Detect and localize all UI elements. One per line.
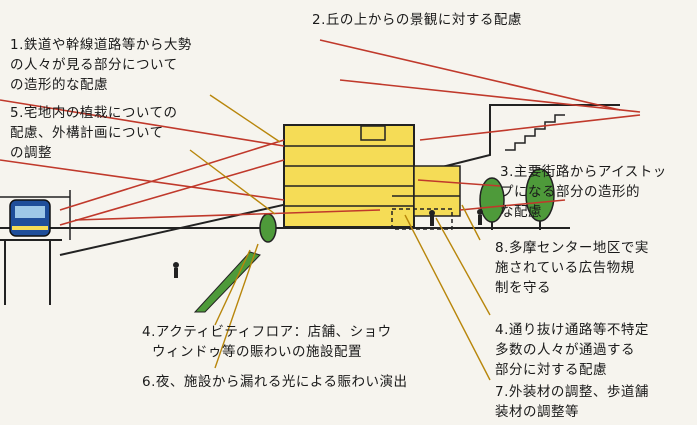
label-5: 5.宅地内の植栽についての 配慮、外構計画について の調整 xyxy=(10,103,177,163)
person-icon xyxy=(477,209,483,225)
label-6: 6.夜、施設から漏れる光による賑わい演出 xyxy=(142,372,407,392)
label-4a-line: ウィンドゥ等の賑わいの施設配置 xyxy=(152,344,362,360)
label-4a: 4.アクティビティフロア：店舗、ショウ ウィンドゥ等の賑わいの施設配置 xyxy=(142,322,392,362)
label-8-line: 8.多摩センター地区で実 xyxy=(495,240,649,256)
label-4b-line: 多数の人々が通過する xyxy=(495,342,635,358)
label-1-line: の造形的な配慮 xyxy=(10,77,108,93)
label-4a-line: 4.アクティビティフロア：店舗、ショウ xyxy=(142,324,392,340)
sight-line-arrows xyxy=(0,39,641,226)
label-1: 1.鉄道や幹線道路等から大勢 の人々が見る部分について の造形的な配慮 xyxy=(10,35,192,95)
label-8-line: 施されている広告物規 xyxy=(495,260,635,276)
tree-icon xyxy=(479,177,505,230)
label-3-line: な配慮 xyxy=(500,204,542,220)
label-5-line: 5.宅地内の植栽についての xyxy=(10,105,178,121)
ramp-planter xyxy=(193,251,261,313)
label-8-line: 制を守る xyxy=(495,280,551,296)
label-1-line: の人々が見る部分について xyxy=(10,57,178,73)
person-icon xyxy=(429,210,435,226)
label-6-line: 6.夜、施設から漏れる光による賑わい演出 xyxy=(142,374,408,390)
label-1-line: 1.鉄道や幹線道路等から大勢 xyxy=(10,37,192,53)
person-icon xyxy=(173,262,179,278)
hill-profile xyxy=(429,104,620,171)
hill-steps xyxy=(505,114,565,151)
label-3-line: プになる部分の造形的 xyxy=(500,184,640,200)
label-7: 7.外装材の調整、歩道舗 装材の調整等 xyxy=(495,382,649,422)
label-7-line: 装材の調整等 xyxy=(495,404,579,420)
label-3: 3.主要街路からアイストッ プになる部分の造形的 な配慮 xyxy=(500,162,667,222)
building xyxy=(283,124,461,230)
train-icon xyxy=(9,199,51,237)
label-5-line: の調整 xyxy=(10,145,52,161)
label-4b-line: 4.通り抜け通路等不特定 xyxy=(495,322,649,338)
label-4b-line: 部分に対する配慮 xyxy=(495,362,607,378)
leader-lines xyxy=(189,94,491,381)
label-2-line: 2.丘の上からの景観に対する配慮 xyxy=(312,12,522,28)
label-8: 8.多摩センター地区で実 施されている広告物規 制を守る xyxy=(495,238,649,298)
label-3-line: 3.主要街路からアイストッ xyxy=(500,164,667,180)
tree-icon xyxy=(525,168,555,230)
tree-icon xyxy=(259,213,277,243)
label-7-line: 7.外装材の調整、歩道舗 xyxy=(495,384,649,400)
label-2: 2.丘の上からの景観に対する配慮 xyxy=(312,10,522,30)
label-5-line: 配慮、外構計画について xyxy=(10,125,164,141)
label-4b: 4.通り抜け通路等不特定 多数の人々が通過する 部分に対する配慮 xyxy=(495,320,649,380)
